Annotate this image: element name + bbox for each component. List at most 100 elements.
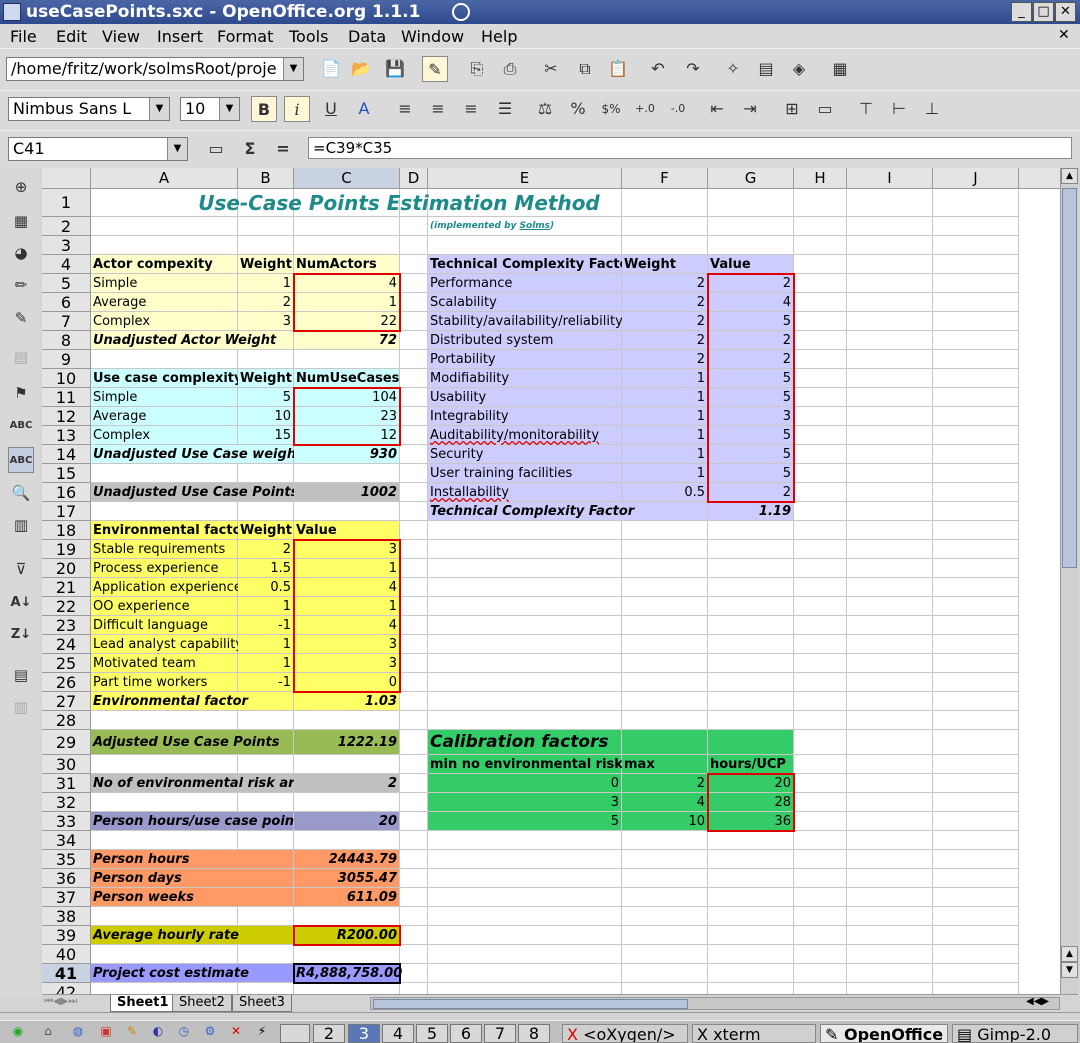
empty-cell[interactable] (708, 635, 794, 654)
empty-cell[interactable] (238, 793, 294, 812)
empty-cell[interactable] (933, 730, 1019, 755)
empty-cell[interactable] (428, 635, 622, 654)
empty-cell[interactable] (428, 540, 622, 559)
form-functions-icon[interactable]: ▤ (13, 348, 29, 366)
empty-cell[interactable] (400, 907, 428, 926)
align-middle-icon[interactable]: ⊢ (892, 99, 906, 118)
empty-cell[interactable] (794, 189, 847, 217)
empty-cell[interactable] (622, 559, 708, 578)
empty-cell[interactable] (933, 616, 1019, 635)
row-header-27[interactable]: 27 (42, 692, 91, 711)
tech-row-value[interactable]: 2 (708, 483, 794, 502)
empty-cell[interactable] (933, 964, 1019, 983)
env-row-weight[interactable]: 0.5 (238, 578, 294, 597)
editor-icon[interactable]: ✎ (126, 1024, 138, 1038)
actor-row-weight[interactable]: 3 (238, 312, 294, 331)
tech-row-weight[interactable]: 1 (622, 426, 708, 445)
empty-cell[interactable] (847, 293, 933, 312)
background-color-icon[interactable]: ▭ (817, 99, 833, 118)
decrease-indent-icon[interactable]: ⇤ (710, 99, 724, 118)
italic-icon[interactable]: i (284, 96, 310, 122)
empty-cell[interactable] (294, 831, 400, 850)
empty-cell[interactable] (933, 502, 1019, 521)
empty-cell[interactable] (708, 540, 794, 559)
empty-cell[interactable] (847, 217, 933, 236)
empty-cell[interactable] (400, 945, 428, 964)
empty-cell[interactable] (708, 850, 794, 869)
row-header-25[interactable]: 25 (42, 654, 91, 673)
empty-cell[interactable] (933, 755, 1019, 774)
empty-cell[interactable] (428, 597, 622, 616)
empty-cell[interactable] (428, 945, 622, 964)
empty-cell[interactable] (794, 774, 847, 793)
empty-cell[interactable] (428, 521, 622, 540)
empty-cell[interactable] (794, 540, 847, 559)
empty-cell[interactable] (400, 635, 428, 654)
empty-cell[interactable] (708, 217, 794, 236)
empty-cell[interactable] (238, 464, 294, 483)
env-total-label[interactable]: Environmental factor (91, 692, 294, 711)
empty-cell[interactable] (91, 755, 238, 774)
empty-cell[interactable] (794, 888, 847, 907)
settings-icon[interactable]: ⚙ (204, 1024, 216, 1038)
standard-format-icon[interactable]: $% (601, 102, 621, 116)
data-sources-icon[interactable]: ▦ (832, 59, 848, 78)
stylist-icon[interactable]: ▤ (758, 59, 774, 78)
empty-cell[interactable] (847, 692, 933, 711)
empty-cell[interactable] (91, 907, 238, 926)
row-header-8[interactable]: 8 (42, 331, 91, 350)
plug-icon[interactable]: ⚡ (257, 1024, 267, 1038)
calibration-title-fill[interactable] (622, 730, 708, 755)
empty-cell[interactable] (428, 692, 622, 711)
tech-row-value[interactable]: 2 (708, 274, 794, 293)
empty-cell[interactable] (294, 502, 400, 521)
borders-icon[interactable]: ⊞ (785, 99, 799, 118)
empty-cell[interactable] (847, 445, 933, 464)
empty-cell[interactable] (847, 926, 933, 945)
row-header-34[interactable]: 34 (42, 831, 91, 850)
row-header-3[interactable]: 3 (42, 236, 91, 255)
empty-cell[interactable] (622, 850, 708, 869)
empty-cell[interactable] (847, 850, 933, 869)
print-icon[interactable]: ⎙ (503, 59, 517, 78)
empty-cell[interactable] (847, 312, 933, 331)
column-header-f[interactable]: F (622, 168, 708, 189)
save-icon[interactable]: 💾 (385, 59, 405, 78)
column-header-a[interactable]: A (91, 168, 238, 189)
empty-cell[interactable] (400, 388, 428, 407)
empty-cell[interactable] (847, 274, 933, 293)
align-left-icon[interactable]: ≡ (398, 99, 412, 118)
menu-file[interactable]: File (10, 27, 37, 46)
empty-cell[interactable] (794, 388, 847, 407)
empty-cell[interactable] (794, 869, 847, 888)
env-row-weight[interactable]: 1.5 (238, 559, 294, 578)
empty-cell[interactable] (400, 926, 428, 945)
tech-row-weight[interactable]: 2 (622, 312, 708, 331)
empty-cell[interactable] (400, 350, 428, 369)
tech-row-label[interactable]: User training facilities (428, 464, 622, 483)
actor-row-label[interactable]: Complex (91, 312, 238, 331)
empty-cell[interactable] (847, 540, 933, 559)
tech-row-value[interactable]: 5 (708, 388, 794, 407)
autospellcheck-icon[interactable]: ABC (8, 447, 34, 473)
cut-icon[interactable]: ✂ (544, 59, 558, 78)
empty-cell[interactable] (708, 236, 794, 255)
tab-sheet1[interactable]: Sheet1 (110, 995, 176, 1012)
empty-cell[interactable] (428, 907, 622, 926)
actor-total-label[interactable]: Unadjusted Actor Weight (91, 331, 294, 350)
empty-cell[interactable] (847, 502, 933, 521)
empty-cell[interactable] (847, 255, 933, 274)
empty-cell[interactable] (794, 293, 847, 312)
empty-cell[interactable] (933, 331, 1019, 350)
empty-cell[interactable] (933, 983, 1019, 994)
empty-cell[interactable] (428, 236, 622, 255)
empty-cell[interactable] (400, 793, 428, 812)
menu-edit[interactable]: Edit (56, 27, 87, 46)
tech-row-value[interactable]: 5 (708, 426, 794, 445)
empty-cell[interactable] (238, 217, 294, 236)
empty-cell[interactable] (622, 616, 708, 635)
empty-cell[interactable] (91, 983, 238, 994)
empty-cell[interactable] (400, 578, 428, 597)
usecase-header-weight[interactable]: Weight (238, 369, 294, 388)
draw-functions-icon[interactable]: ✏ (14, 276, 28, 294)
